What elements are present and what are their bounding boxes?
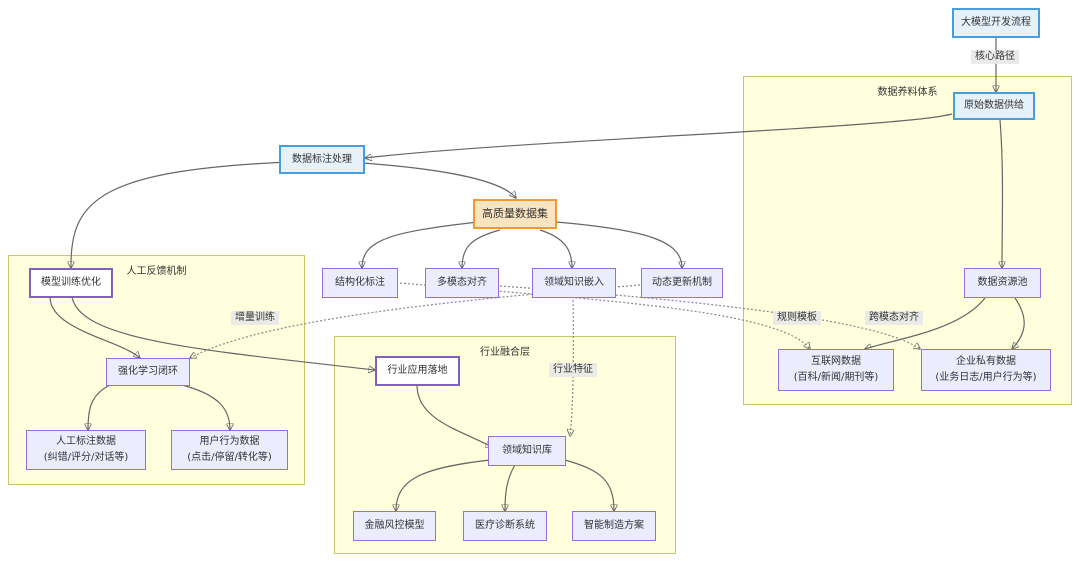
node-structured[interactable]: 结构化标注 (322, 268, 398, 298)
node-user-behavior-line2: (点击/停留/转化等) (187, 452, 272, 463)
node-hq-dataset-label: 高质量数据集 (482, 207, 548, 220)
cluster-title-data-feed: 数据养料体系 (877, 87, 938, 98)
node-raw-data[interactable]: 原始数据供给 (953, 92, 1035, 120)
node-medical[interactable]: 医疗诊断系统 (463, 511, 547, 541)
node-title[interactable]: 大模型开发流程 (952, 8, 1040, 38)
edge-hq-dynamic (555, 221, 682, 268)
node-raw-data-label: 原始数据供给 (964, 100, 1024, 111)
node-title-label: 大模型开发流程 (961, 17, 1031, 28)
edge-rl-human (88, 384, 111, 430)
edge-train-rl (49, 296, 140, 358)
edge-raw-annotation (365, 113, 953, 158)
node-annotation[interactable]: 数据标注处理 (279, 145, 365, 174)
node-human-label[interactable]: 人工标注数据 (纠错/评分/对话等) (26, 430, 146, 470)
edge-kb-medical (505, 464, 516, 511)
node-enterprise[interactable]: 企业私有数据 (业务日志/用户行为等) (921, 349, 1051, 391)
node-medical-label: 医疗诊断系统 (475, 520, 535, 531)
edge-multimodal-enterprise (499, 285, 920, 349)
edge-label-industry-feature: 行业特征 (549, 363, 597, 377)
edge-industry-kb (416, 384, 492, 447)
node-model-training-label: 模型训练优化 (41, 277, 101, 288)
edge-train-industry (71, 296, 375, 370)
edge-kb-manufacturing (564, 459, 614, 511)
node-finance[interactable]: 金融风控模型 (353, 511, 436, 541)
edge-hq-domain (539, 229, 572, 268)
node-multimodal-label: 多模态对齐 (437, 277, 487, 288)
node-industry-app[interactable]: 行业应用落地 (375, 356, 460, 386)
node-structured-label: 结构化标注 (335, 277, 385, 288)
node-industry-app-label: 行业应用落地 (387, 365, 448, 376)
node-human-label-line2: (纠错/评分/对话等) (43, 452, 129, 463)
node-internet-line1: 互联网数据 (811, 356, 861, 367)
edge-label-rule-template: 规则模板 (773, 311, 821, 325)
node-dynamic-update-label: 动态更新机制 (652, 277, 712, 288)
node-multimodal[interactable]: 多模态对齐 (425, 268, 499, 298)
node-model-training[interactable]: 模型训练优化 (29, 268, 113, 298)
node-domain-kb-label: 领域知识库 (502, 445, 552, 456)
edge-pool-enterprise (1012, 297, 1025, 349)
edge-rl-user (181, 384, 230, 430)
node-human-label-line1: 人工标注数据 (56, 436, 116, 447)
edge-label-core-path: 核心路径 (971, 50, 1019, 64)
node-domain-kb[interactable]: 领域知识库 (488, 436, 566, 466)
node-resource-pool-label: 数据资源池 (977, 277, 1028, 288)
node-manufacturing[interactable]: 智能制造方案 (572, 511, 656, 541)
node-dynamic-update[interactable]: 动态更新机制 (641, 268, 723, 298)
node-manufacturing-label: 智能制造方案 (584, 520, 644, 531)
node-domain-embed[interactable]: 领域知识嵌入 (532, 268, 616, 298)
edge-pool-internet (865, 297, 986, 349)
edge-structured-internet (399, 282, 810, 349)
edge-hq-structured (362, 221, 479, 268)
edge-label-cross-modal: 跨模态对齐 (865, 311, 923, 325)
edge-hq-multimodal (462, 229, 501, 268)
cluster-title-industry: 行业融合层 (480, 347, 530, 358)
node-rl-loop[interactable]: 强化学习闭环 (106, 358, 190, 386)
cluster-title-human-feedback: 人工反馈机制 (126, 266, 187, 277)
node-domain-embed-label: 领域知识嵌入 (544, 277, 604, 288)
node-internet[interactable]: 互联网数据 (百科/新闻/期刊等) (778, 349, 894, 391)
node-enterprise-line1: 企业私有数据 (956, 356, 1016, 367)
edge-annotation-hq (361, 162, 516, 198)
node-resource-pool[interactable]: 数据资源池 (964, 268, 1041, 298)
node-user-behavior[interactable]: 用户行为数据 (点击/停留/转化等) (171, 430, 288, 470)
node-internet-line2: (百科/新闻/期刊等) (793, 372, 879, 383)
edge-kb-finance (396, 459, 491, 511)
edge-domain-kb (570, 295, 573, 436)
node-user-behavior-line1: 用户行为数据 (199, 436, 260, 447)
node-annotation-label: 数据标注处理 (292, 153, 352, 165)
node-enterprise-line2: (业务日志/用户行为等) (935, 372, 1037, 383)
node-rl-loop-label: 强化学习闭环 (118, 366, 178, 377)
edge-raw-pool (1000, 119, 1003, 268)
edge-annotation-train (71, 161, 291, 268)
edge-label-incremental: 增量训练 (231, 311, 279, 325)
node-hq-dataset[interactable]: 高质量数据集 (473, 199, 557, 229)
node-finance-label: 金融风控模型 (364, 520, 425, 531)
